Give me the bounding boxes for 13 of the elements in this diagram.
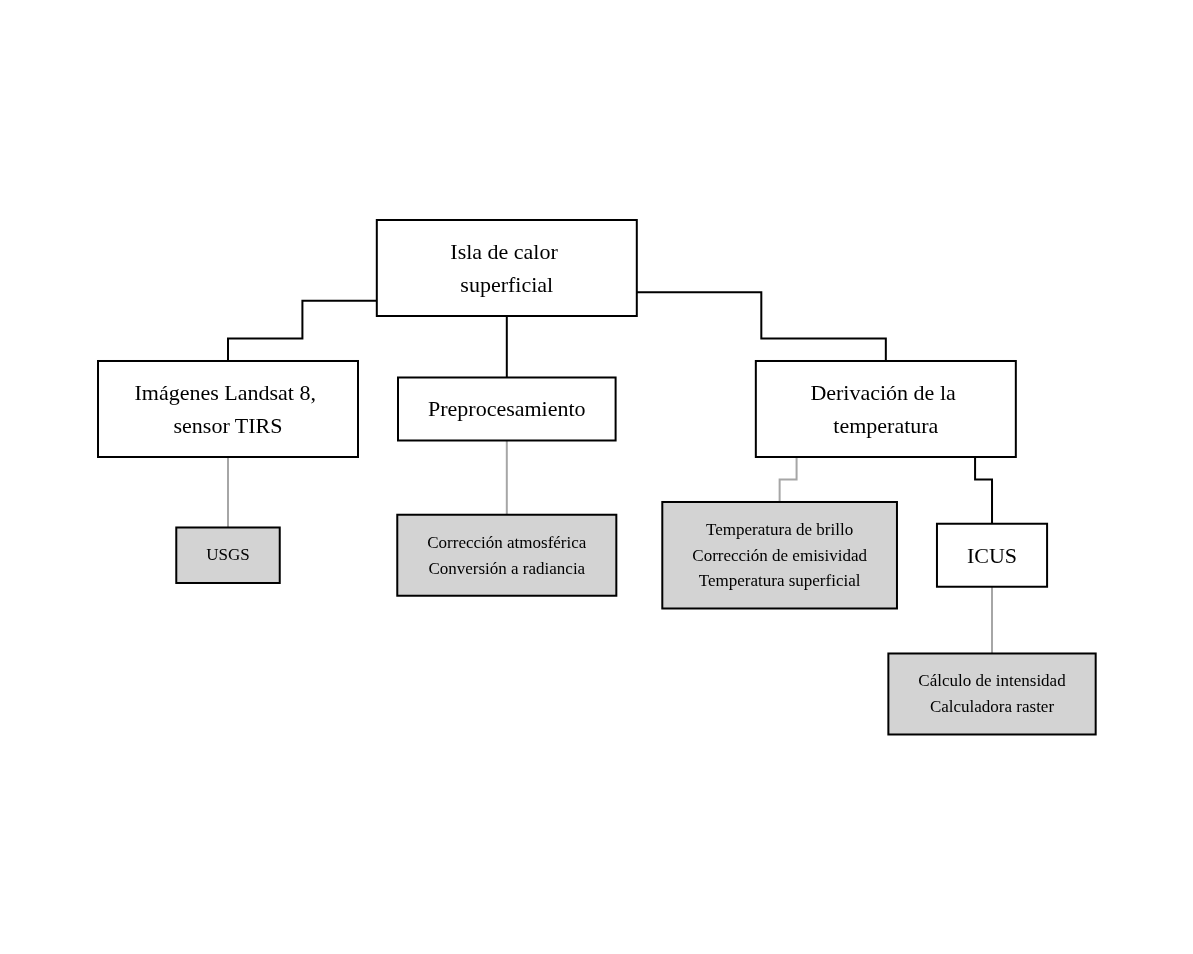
connector <box>505 314 508 379</box>
node-box: Imágenes Landsat 8, sensor TIRS <box>96 359 359 458</box>
node-box: Preprocesamiento <box>396 376 617 442</box>
node-box: USGS <box>174 526 281 584</box>
connector <box>226 455 229 529</box>
connector <box>505 439 508 516</box>
connector <box>990 585 993 655</box>
node-box: Isla de calor superficial <box>375 218 638 317</box>
node-box: ICUS <box>935 522 1048 588</box>
node-box: Corrección atmosférica Conversión a radiancia <box>395 513 617 597</box>
node-box: Derivación de la temperatura <box>754 359 1017 458</box>
node-box: Cálculo de intensidad Calculadora raster <box>887 652 1097 736</box>
node-box: Temperatura de brillo Corrección de emisividad Temperatura superficial <box>660 500 898 610</box>
